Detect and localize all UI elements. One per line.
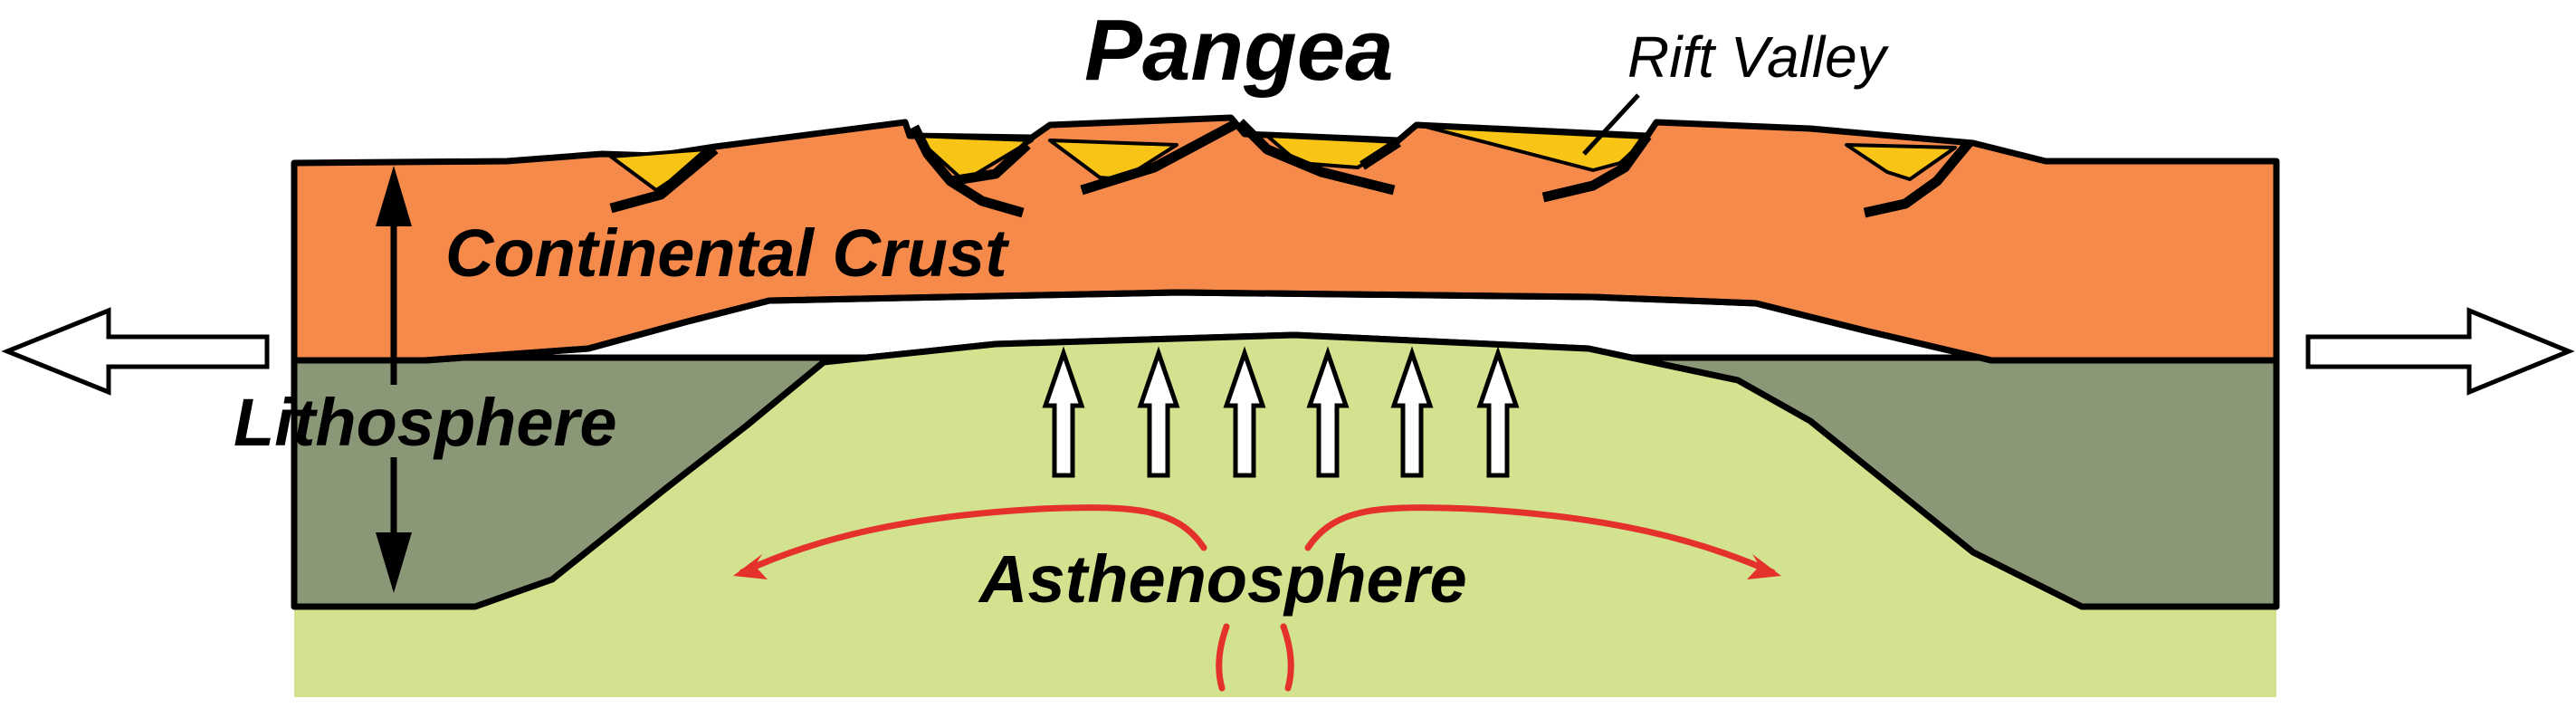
rift-valley-leader: [1582, 93, 1640, 156]
fault-5: [1236, 119, 1396, 196]
upwelling-tail-left: [1216, 623, 1230, 692]
hollow-arrow-up-icon: [1223, 346, 1266, 478]
convection-arrowhead-left: [733, 554, 768, 579]
rift-sediment-6: [1845, 143, 1957, 181]
hollow-arrow-up-icon: [1137, 346, 1180, 478]
fault-8: [1863, 139, 1973, 218]
diagram-title: Pangea: [1084, 2, 1393, 99]
fault-1: [609, 145, 719, 214]
asthenosphere-label: Asthenosphere: [978, 541, 1467, 617]
rift-sediment-fills: [609, 125, 1957, 192]
hollow-arrow-up-icon: [1042, 346, 1085, 478]
convection-arrow-left: [739, 504, 1207, 576]
hollow-arrow-up-icon: [1306, 346, 1350, 478]
fault-3: [949, 140, 1031, 187]
asthenosphere-dome: [294, 335, 2276, 697]
rift-valley-label: Rift Valley: [1627, 24, 1890, 90]
upwelling-arrows: [1042, 346, 1520, 478]
crust-mantle-boundary: [294, 289, 2276, 364]
fault-7: [1541, 132, 1652, 203]
convection-arrow-right: [1304, 504, 1776, 576]
rift-sediment-2: [912, 134, 1034, 183]
hollow-arrow-left-icon: [1, 307, 270, 396]
continental-crust-label: Continental Crust: [445, 215, 1010, 291]
rift-faults: [609, 119, 1973, 218]
convection-arrows: [739, 504, 1776, 692]
lithosphere-asthenosphere-boundary: [294, 331, 2276, 610]
convection-arrowhead-right: [1747, 554, 1781, 579]
thickness-double-arrow-icon: [376, 166, 412, 593]
lithosphere-label: Lithosphere: [234, 385, 616, 460]
fault-6: [1360, 138, 1401, 170]
fault-4: [1080, 120, 1238, 196]
rift-sediment-5: [1424, 125, 1649, 172]
hollow-arrow-up-icon: [1476, 346, 1520, 478]
hollow-arrow-up-icon: [1390, 346, 1434, 478]
hollow-arrow-right-icon: [2305, 307, 2575, 396]
upwelling-tail-right: [1280, 623, 1294, 692]
